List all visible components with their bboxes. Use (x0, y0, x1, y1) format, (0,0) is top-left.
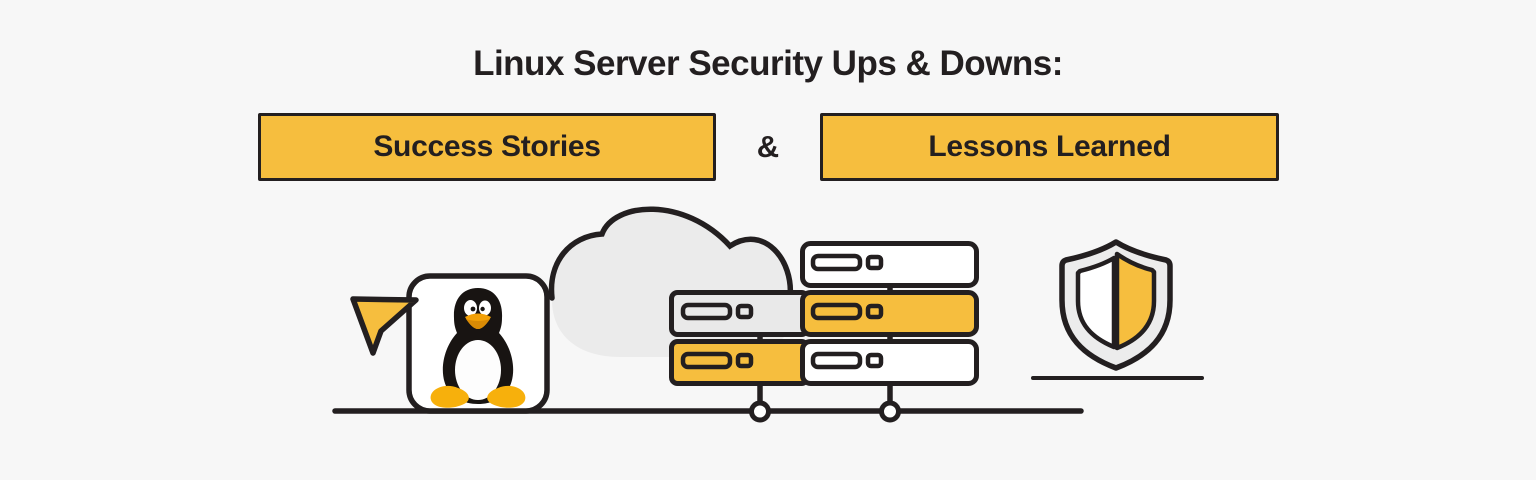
connector-node (749, 400, 771, 423)
connector-node (879, 400, 901, 423)
tux-card (406, 273, 550, 414)
cursor-arrow-icon (350, 296, 419, 356)
server-slab-yellow-right (800, 290, 979, 337)
success-stories-button[interactable]: Success Stories (258, 113, 716, 181)
lessons-learned-label: Lessons Learned (928, 130, 1171, 163)
server-slab-yellow-left (669, 339, 810, 386)
tux-penguin-icon (430, 288, 526, 408)
server-slab-bottom (800, 339, 979, 386)
success-stories-label: Success Stories (373, 130, 601, 163)
server-rack-icon (669, 241, 979, 404)
page-title: Linux Server Security Ups & Downs: (473, 44, 1063, 83)
shield-icon (1031, 239, 1204, 380)
lessons-learned-button[interactable]: Lessons Learned (820, 113, 1279, 181)
server-slab-gray (669, 290, 810, 337)
server-slab-top (800, 241, 979, 288)
ampersand-separator: & (756, 129, 780, 164)
